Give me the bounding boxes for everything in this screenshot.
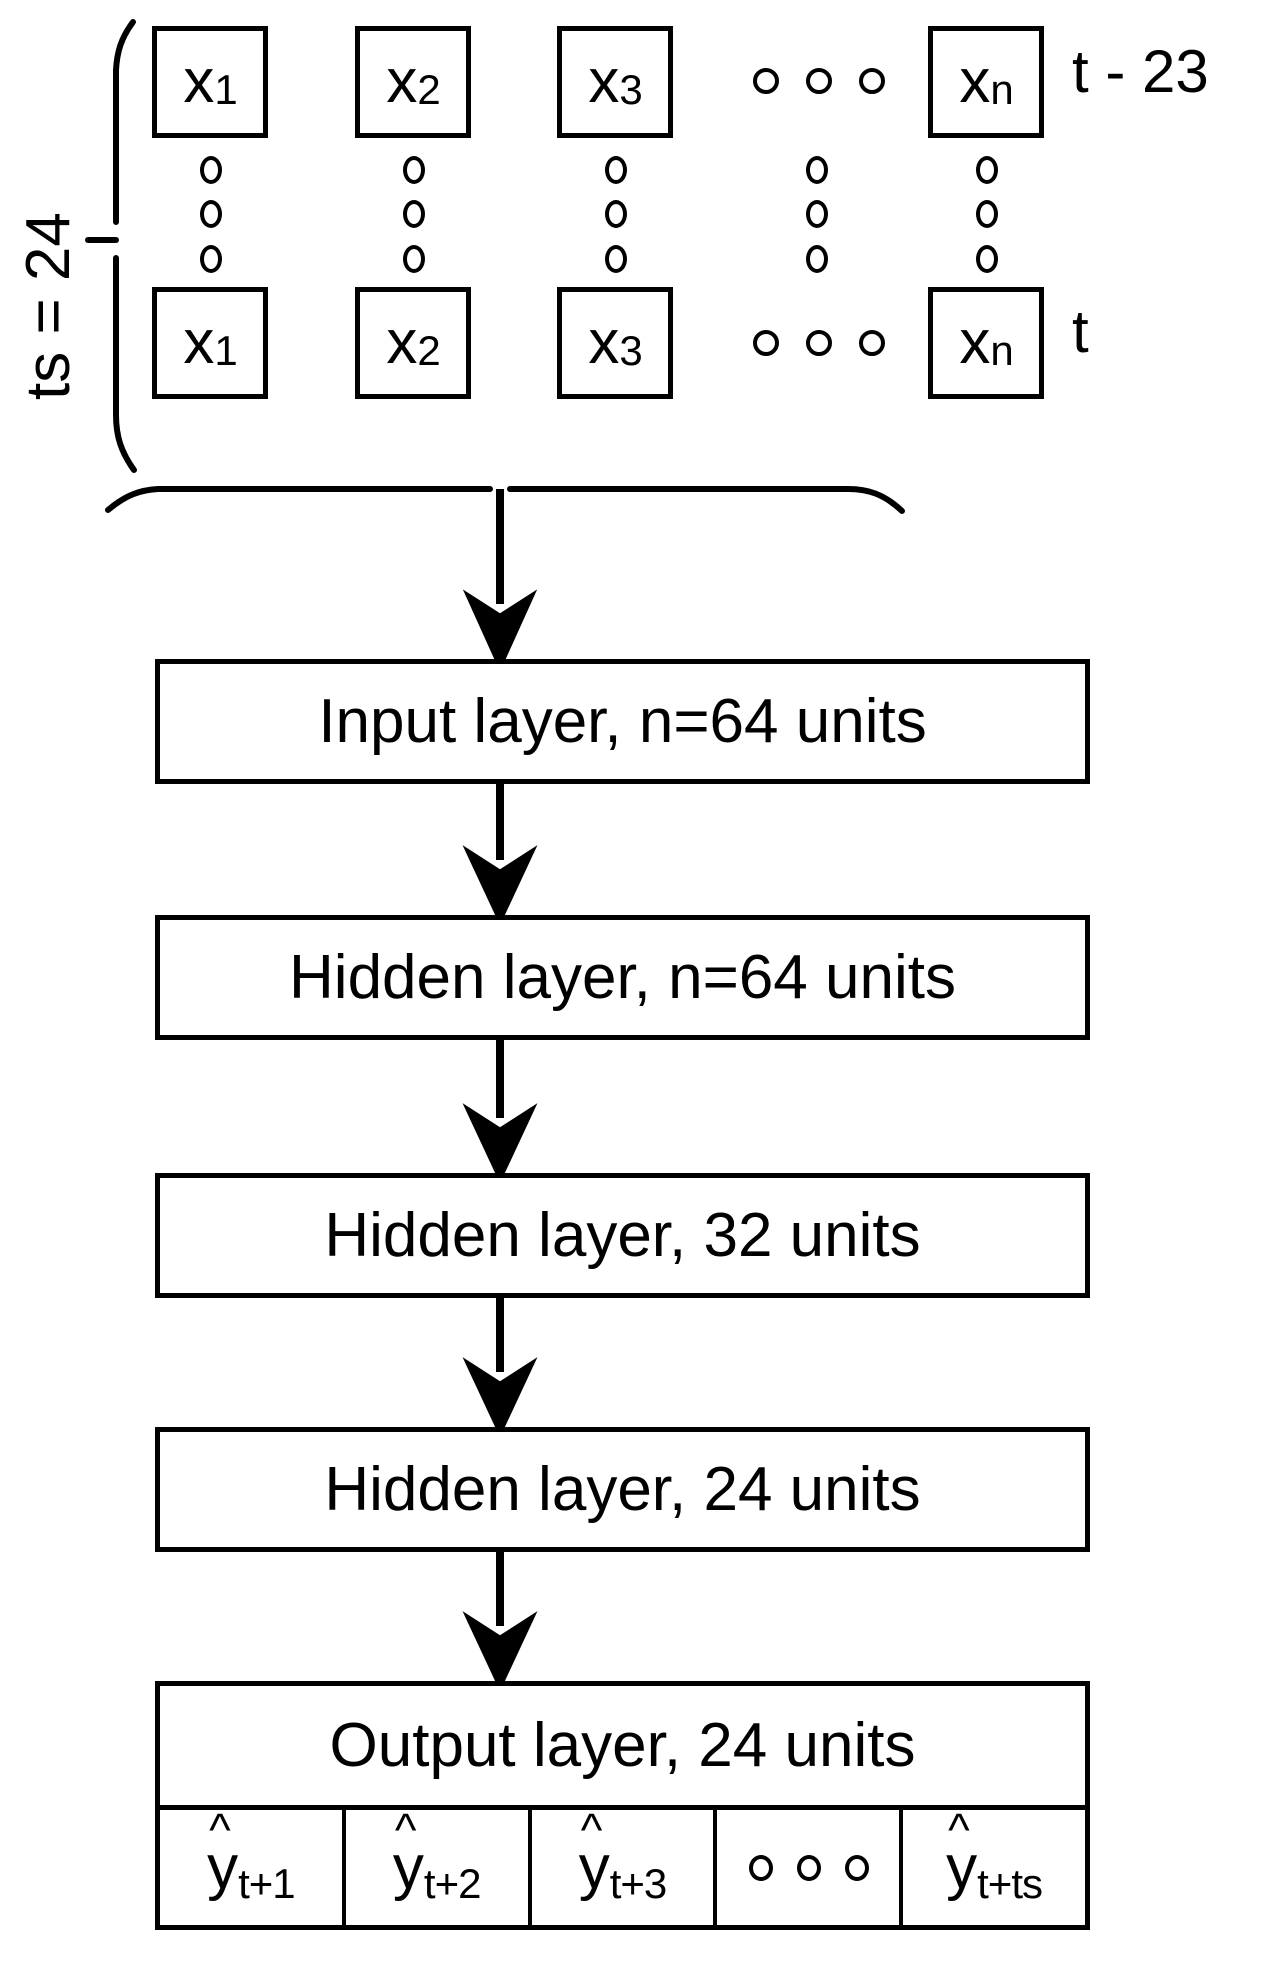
- input-box-subscript: 1: [214, 327, 237, 374]
- vertical-ellipsis-dot: [806, 200, 828, 228]
- vertical-ellipsis-dot: [200, 200, 222, 228]
- vertical-ellipsis-dot: [403, 200, 425, 228]
- output-subscript: t+1: [238, 1859, 296, 1907]
- output-symbol: y: [207, 1832, 239, 1902]
- vertical-ellipsis-dot: [200, 156, 222, 184]
- layer-hidden-2: Hidden layer, 32 units: [155, 1173, 1090, 1298]
- time-label-row1: t - 23: [1072, 38, 1209, 105]
- layer-hidden-1: Hidden layer, n=64 units: [155, 915, 1090, 1040]
- output-symbol: y: [946, 1832, 978, 1902]
- hat-accent-icon: ^: [580, 1803, 603, 1856]
- output-subscript: t+3: [609, 1859, 668, 1907]
- hat-accent-icon: ^: [948, 1803, 970, 1856]
- input-box-symbol: x: [959, 47, 991, 116]
- time-label-row2: t: [1072, 298, 1089, 365]
- input-box-symbol: x: [183, 47, 215, 116]
- input-box-subscript: n: [990, 327, 1013, 374]
- output-cell-ellipsis: [717, 1810, 904, 1925]
- output-subscript: t+2: [423, 1859, 482, 1907]
- ellipsis-dot: [845, 1854, 870, 1881]
- vertical-ellipsis-dot: [403, 156, 425, 184]
- input-box-subscript: 1: [214, 66, 237, 113]
- vertical-ellipsis-dot: [605, 200, 627, 228]
- layer-output: Output layer, 24 units: [155, 1681, 1090, 1810]
- output-symbol: y: [578, 1832, 610, 1902]
- ellipsis-dot: [806, 330, 832, 356]
- vertical-ellipsis-dot: [605, 156, 627, 184]
- ellipsis-dot: [749, 1854, 774, 1881]
- ellipsis-dot: [859, 330, 885, 356]
- ellipsis-dot: [797, 1854, 822, 1881]
- output-cell-y3: ^yt+3: [532, 1803, 718, 1925]
- input-box-symbol: x: [183, 308, 215, 377]
- input-box-symbol: x: [588, 47, 620, 116]
- input-box-subscript: 3: [619, 66, 642, 113]
- hat-accent-icon: ^: [394, 1803, 417, 1856]
- vertical-ellipsis-dot: [976, 200, 998, 228]
- vertical-ellipsis-dot: [403, 245, 425, 273]
- layer-hidden-3: Hidden layer, 24 units: [155, 1427, 1090, 1552]
- input-box-subscript: 2: [417, 327, 440, 374]
- hat-accent-icon: ^: [209, 1803, 231, 1856]
- input-box-subscript: 3: [619, 327, 642, 374]
- output-cell-yts: ^yt+ts: [903, 1803, 1085, 1925]
- timestep-bracket-label: ts = 24: [14, 212, 83, 400]
- vertical-ellipsis-dot: [976, 245, 998, 273]
- vertical-ellipsis-dot: [976, 156, 998, 184]
- ellipsis-dot: [806, 68, 832, 94]
- ellipsis-dot: [753, 68, 779, 94]
- input-box-symbol: x: [386, 47, 418, 116]
- layer-input: Input layer, n=64 units: [155, 659, 1090, 784]
- output-cell-y1: ^yt+1: [160, 1803, 346, 1925]
- output-symbol: y: [392, 1832, 424, 1902]
- input-box-symbol: x: [588, 308, 620, 377]
- ellipsis-dot: [753, 330, 779, 356]
- vertical-ellipsis-dot: [605, 245, 627, 273]
- vertical-ellipsis-dot: [806, 245, 828, 273]
- input-box-symbol: x: [959, 308, 991, 377]
- vertical-ellipsis-dot: [806, 156, 828, 184]
- vertical-ellipsis-dot: [200, 245, 222, 273]
- input-box-subscript: 2: [417, 66, 440, 113]
- output-cells-strip: ^yt+1 ^yt+2 ^yt+3 ^yt+ts: [155, 1803, 1090, 1930]
- ellipsis-dot: [859, 68, 885, 94]
- output-cell-y2: ^yt+2: [346, 1803, 532, 1925]
- input-box-subscript: n: [990, 66, 1013, 113]
- input-box-symbol: x: [386, 308, 418, 377]
- output-subscript: t+ts: [977, 1859, 1043, 1907]
